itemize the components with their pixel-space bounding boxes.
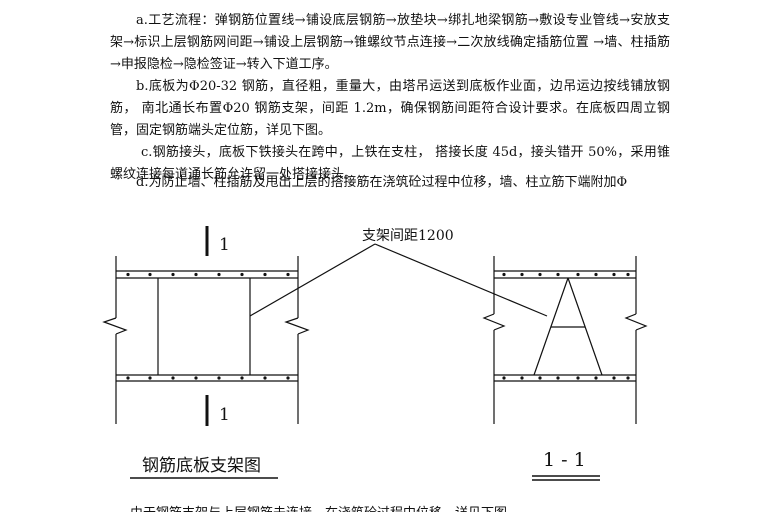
left-wall-left bbox=[102, 256, 128, 424]
spacing-label: 支架间距1200 bbox=[362, 228, 454, 244]
left-figure-caption: 钢筋底板支架图 bbox=[142, 456, 261, 476]
left-wall-right bbox=[284, 256, 310, 424]
paragraph-c: c.钢筋接头，底板下铁接头在跨中，上铁在支柱， 搭接长度 45d，接头错开 50… bbox=[110, 145, 670, 182]
paragraph-a: a.工艺流程：弹钢筋位置线→铺设底层钢筋→放垫块→绑扎地梁钢筋→敷设专业管线→安… bbox=[110, 13, 670, 72]
a-frame-support bbox=[533, 277, 603, 376]
right-bottom-rebar-layer bbox=[494, 374, 636, 382]
right-figure-caption: 1 - 1 bbox=[543, 449, 586, 471]
cut-off-text-line: 由于钢筋支架与上层钢筋未连接，在浇筑砼过程中位移，详见下图 bbox=[120, 503, 680, 512]
right-wall-left bbox=[482, 256, 506, 424]
paragraph-b: b.底板为Φ20-32 钢筋，直径粗，重量大，由塔吊运送到底板作业面，边吊运边按… bbox=[110, 79, 670, 138]
rebar-dots bbox=[126, 272, 630, 380]
left-bottom-rebar-layer bbox=[116, 374, 298, 382]
left-top-rebar-layer bbox=[116, 270, 298, 279]
right-wall-right bbox=[624, 256, 648, 424]
section-mark-bottom-label: 1 bbox=[219, 405, 230, 425]
paragraph-d: d.为防止墙、柱插筋及甩出上层的搭接筋在浇筑砼过程中位移，墙、柱立筋下端附加Φ bbox=[136, 175, 628, 190]
right-top-rebar-layer bbox=[494, 270, 636, 279]
section-mark-top-label: 1 bbox=[219, 235, 230, 255]
spacing-leader-lines bbox=[249, 243, 548, 317]
